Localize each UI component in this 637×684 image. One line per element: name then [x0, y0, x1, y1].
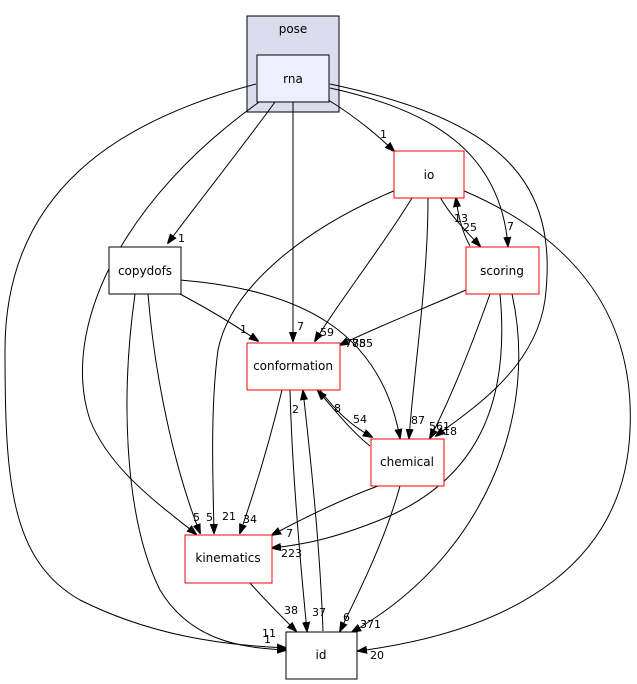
edge-conformation-kinematics	[240, 389, 283, 533]
edge-scoring-conformation	[340, 289, 467, 345]
edge-label-id-conformation: 37	[312, 606, 326, 619]
edge-label-rna-chemical: 18	[443, 425, 457, 438]
edge-label-conformation-kinematics: 34	[243, 513, 257, 526]
edge-label-chemical-id: 6	[343, 611, 350, 624]
edge-rna-copydofs	[168, 101, 276, 243]
edge-scoring-chemical	[430, 293, 491, 438]
node-copydofs-box	[108, 246, 182, 295]
node-kinematics[interactable]: kinematics	[184, 534, 273, 584]
node-rna[interactable]: rna	[256, 54, 330, 103]
node-conformation-box	[246, 342, 341, 391]
edge-label-scoring-conformation: 785	[345, 337, 366, 350]
edge-io-scoring	[439, 196, 480, 246]
node-io-box	[393, 150, 465, 199]
edge-scoring-kinematics	[272, 293, 503, 548]
node-id-box	[285, 631, 358, 680]
edge-label-conformation-chemical: 54	[353, 413, 367, 426]
edges: 1 1 7 7 5 18 11 25 13 59 87 21	[4, 83, 631, 662]
cluster-pose-label: pose	[279, 22, 308, 36]
edge-label-copydofs-chemical: 785	[352, 337, 373, 350]
edge-kinematics-id	[249, 582, 296, 631]
edge-label-conformation-id: 2	[292, 403, 299, 416]
edge-copydofs-chemical	[179, 279, 400, 438]
edge-scoring-id	[352, 293, 520, 632]
node-chemical[interactable]: chemical	[370, 438, 445, 487]
node-id-label: id	[316, 648, 327, 662]
edge-label-chemical-kinematics: 7	[286, 527, 293, 540]
edge-rna-id	[4, 83, 286, 648]
edge-io-chemical	[409, 197, 429, 438]
edge-label-rna-copydofs: 1	[178, 232, 185, 245]
node-rna-box	[256, 54, 330, 103]
edge-label-io-conformation: 59	[320, 326, 334, 339]
node-scoring-label: scoring	[480, 264, 524, 278]
edge-chemical-id	[340, 485, 401, 631]
node-kinematics-label: kinematics	[195, 551, 260, 565]
edge-label-copydofs-conformation: 1	[240, 323, 247, 336]
edge-id-conformation	[303, 391, 324, 632]
edge-rna-io	[324, 97, 394, 151]
edge-label-rna-io: 1	[380, 128, 387, 141]
node-rna-label: rna	[283, 72, 303, 86]
nodes: rna io copydofs scoring conformation che…	[108, 54, 540, 680]
edge-label-scoring-chemical: 561	[429, 420, 450, 433]
edge-chemical-kinematics	[272, 485, 379, 535]
edge-label-scoring-io: 13	[454, 212, 468, 225]
edge-label-scoring-id: 371	[360, 618, 381, 631]
node-conformation[interactable]: conformation	[246, 342, 341, 391]
edge-label-rna-kinematics: 5	[193, 511, 200, 524]
edge-scoring-io	[456, 198, 471, 247]
edge-rna-scoring	[329, 87, 508, 246]
node-chemical-box	[370, 438, 445, 487]
edge-label-rna-conformation: 7	[297, 320, 304, 333]
node-scoring[interactable]: scoring	[465, 246, 540, 295]
edge-label-kinematics-id: 38	[284, 604, 298, 617]
edge-label-copydofs-kinematics: 5	[206, 511, 213, 524]
edge-label-chemical-conformation: 8	[334, 402, 341, 415]
node-scoring-box	[465, 246, 540, 295]
edge-label-copydofs-id: 1	[264, 633, 271, 646]
edge-label-rna-id: 11	[262, 627, 276, 640]
edge-copydofs-conformation	[179, 293, 258, 341]
node-copydofs[interactable]: copydofs	[108, 246, 182, 295]
node-conformation-label: conformation	[253, 359, 333, 373]
edge-label-io-chemical: 87	[411, 414, 425, 427]
edge-io-kinematics	[213, 189, 397, 533]
edge-io-id	[358, 189, 631, 651]
node-chemical-label: chemical	[380, 455, 434, 469]
edge-io-conformation	[315, 197, 413, 341]
edge-copydofs-id	[126, 293, 286, 650]
node-kinematics-box	[184, 534, 273, 584]
edge-chemical-conformation	[318, 391, 371, 447]
edge-label-io-kinematics: 21	[222, 510, 236, 523]
edge-copydofs-kinematics	[147, 293, 200, 533]
edge-label-scoring-kinematics: 223	[281, 547, 302, 560]
edge-rna-kinematics	[82, 99, 263, 534]
node-id[interactable]: id	[285, 631, 358, 680]
edge-label-io-scoring: 25	[463, 221, 477, 234]
edge-label-io-id: 20	[370, 649, 384, 662]
node-io[interactable]: io	[393, 150, 465, 199]
edge-label-rna-scoring: 7	[507, 220, 514, 233]
node-io-label: io	[424, 168, 435, 182]
edge-rna-chemical	[329, 83, 548, 436]
node-copydofs-label: copydofs	[118, 264, 172, 278]
edge-conformation-id	[289, 389, 307, 631]
